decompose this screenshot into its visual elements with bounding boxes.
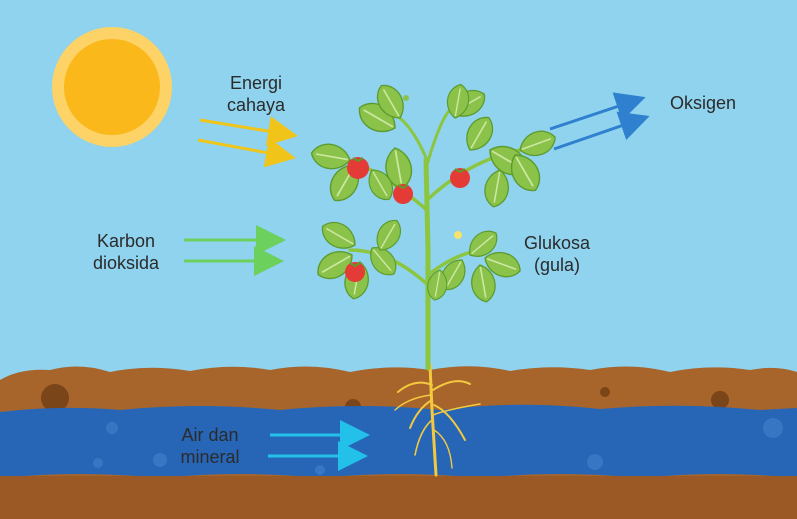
light-energy-line-2: cahaya: [226, 95, 286, 115]
water-minerals-line-2: mineral: [180, 447, 240, 467]
glucose-line-1: Glukosa: [523, 233, 591, 253]
carbon-dioxide-line-2: dioksida: [92, 253, 160, 273]
carbon-dioxide-label: Karbon dioksida: [86, 230, 166, 274]
tomato: [347, 157, 369, 179]
glucose-line-2: (gula): [533, 255, 581, 275]
deep-soil: [0, 476, 797, 519]
plant-roots: [394, 363, 481, 477]
flower-bud: [403, 95, 409, 101]
water-minerals-line-1: Air dan: [181, 425, 239, 445]
tomato: [450, 168, 470, 188]
light-energy-label: Energi cahaya: [226, 72, 286, 116]
tomato: [393, 184, 413, 204]
oxygen-arrows: [549, 92, 650, 151]
co2-arrows: [184, 225, 286, 276]
oxygen-line-1: Oksigen: [670, 93, 737, 113]
water-minerals-label: Air dan mineral: [172, 424, 248, 468]
carbon-dioxide-line-1: Karbon: [96, 231, 156, 251]
light-energy-line-1: Energi: [229, 73, 283, 93]
light-arrows: [197, 116, 298, 168]
tomatoes: [345, 157, 470, 282]
oxygen-label: Oksigen: [670, 92, 736, 114]
groundwater-layer: [0, 404, 797, 478]
sun: [52, 27, 172, 147]
water-arrows: [268, 420, 370, 471]
tomato: [345, 262, 365, 282]
flower: [454, 231, 462, 239]
glucose-label: Glukosa (gula): [515, 232, 599, 276]
